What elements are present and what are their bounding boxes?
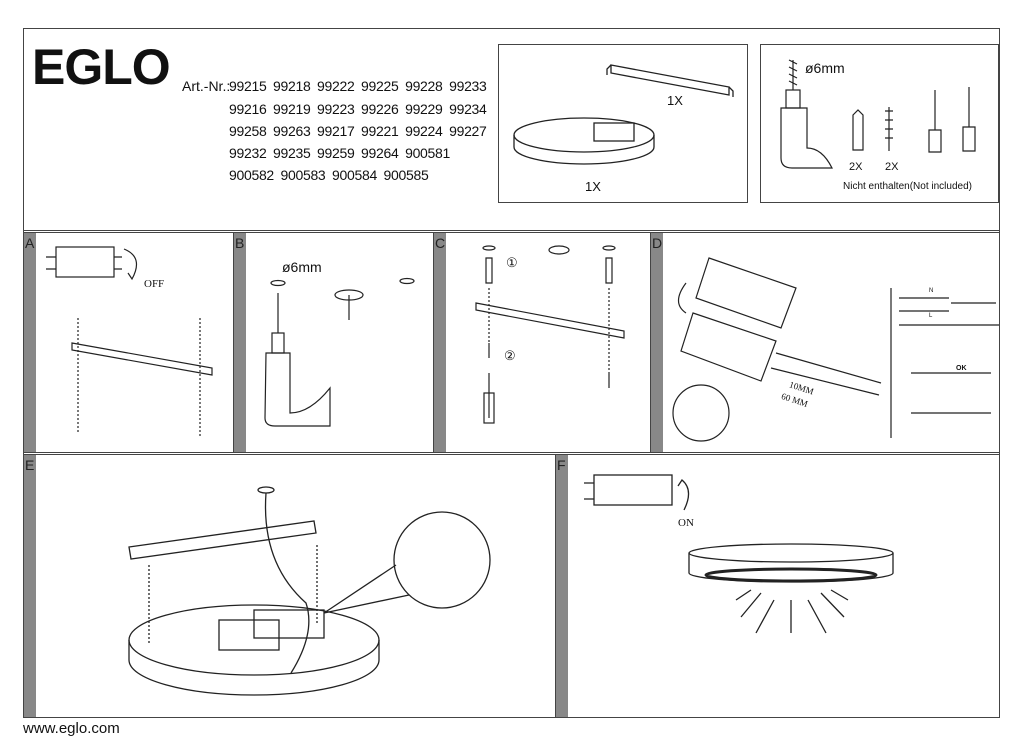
ok-label: OK [956,365,967,372]
drill-size: ø6mm [805,60,845,76]
step-letter: E [25,457,35,473]
bracket-qty: 1X [667,93,683,108]
step-letter: F [557,457,566,473]
step-1-marker: ① [506,255,518,270]
step-b-panel: B ø6mm [233,232,434,453]
article-row: 99216 99219 99223 99226 99229 99234 [229,101,487,117]
article-row: 99258 99263 99217 99221 99224 99227 [229,123,487,139]
step-a-illustration [46,246,213,438]
divider [23,230,1000,231]
step-b-illustration [264,277,415,427]
screw-qty: 2X [885,161,899,173]
tools-illustration [780,59,976,169]
step-d-panel: D 10MM 60 MM N L OK [650,232,1000,453]
step-letter: B [235,235,245,251]
contents-illustration [513,64,734,165]
article-row: 99215 99218 99222 99225 99228 99233 [229,78,487,94]
step-2-marker: ② [504,348,516,363]
step-c-panel: C ① ② [433,232,651,453]
lamp-qty: 1X [585,179,601,194]
step-f-panel: F ON [555,454,1000,718]
neutral-label: N [929,288,934,294]
article-label: Art.-Nr.: [182,78,231,94]
tools-box: ø6mm 2X 2X Nicht enthalten(Not included) [760,44,999,203]
step-d-illustration [672,257,999,442]
step-c-illustration [475,245,625,424]
step-a-panel: A OFF [23,232,234,453]
not-included-note: Nicht enthalten(Not included) [843,181,972,192]
plug-qty: 2X [849,161,863,173]
step-f-illustration [584,474,894,634]
off-label: OFF [144,278,165,290]
step-letter: A [25,235,35,251]
brand-logo: EGLO [32,39,171,95]
step-letter: D [652,235,663,251]
article-row: 99232 99235 99259 99264 900581 [229,145,450,161]
live-label: L [929,313,933,319]
package-contents-box: 1X 1X [498,44,748,203]
step-e-panel: E [23,454,556,718]
article-row: 900582 900583 900584 900585 [229,167,429,183]
on-label: ON [678,517,694,529]
website-footer: www.eglo.com [23,720,120,737]
step-letter: C [435,235,446,251]
drill-size: ø6mm [282,259,322,275]
step-e-illustration [128,486,491,696]
